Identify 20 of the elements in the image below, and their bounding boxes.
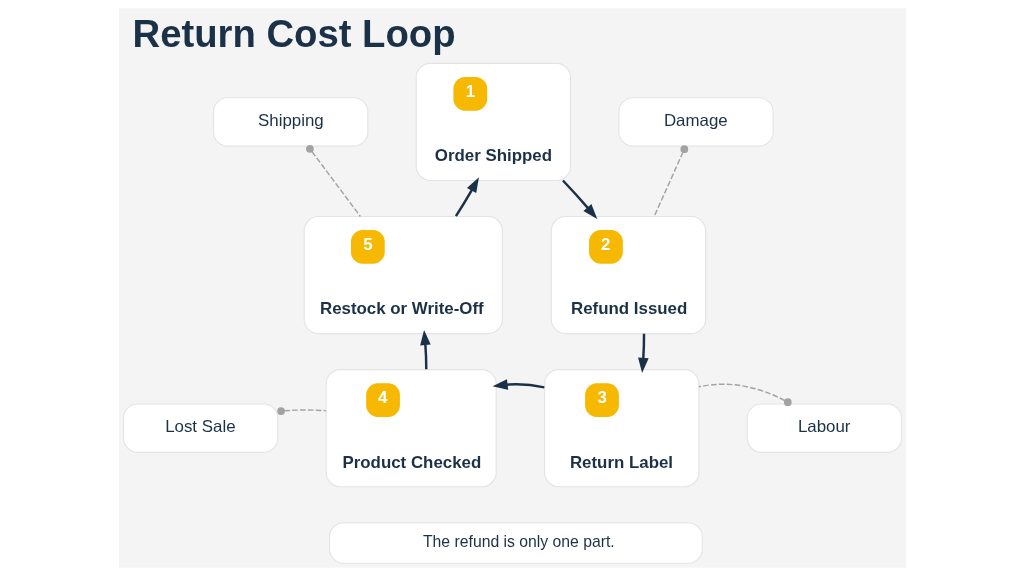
connector [653, 145, 688, 218]
node-box: Shipping [212, 97, 368, 147]
connector [276, 407, 327, 415]
node-box: 3 Return Label [543, 369, 699, 488]
arrow [492, 379, 545, 390]
connector [305, 144, 361, 218]
arrow [454, 177, 479, 217]
node-box: 2 Refund Issued [550, 215, 706, 335]
node-box: 5 Restock or Write-Off [303, 215, 503, 335]
node-box: The refund is only one part. [328, 522, 703, 564]
connector [697, 383, 792, 407]
diagram-title: Return Cost Loop [132, 11, 456, 55]
node-box: 1 Order Shipped [415, 62, 571, 182]
node-box: Labour [746, 403, 902, 453]
arrow [561, 179, 597, 219]
arrow [637, 333, 649, 373]
node-box: 4 Product Checked [325, 369, 497, 488]
node-box: Lost Sale [122, 403, 278, 453]
node-box: Damage [617, 97, 774, 147]
arrow [419, 329, 431, 370]
